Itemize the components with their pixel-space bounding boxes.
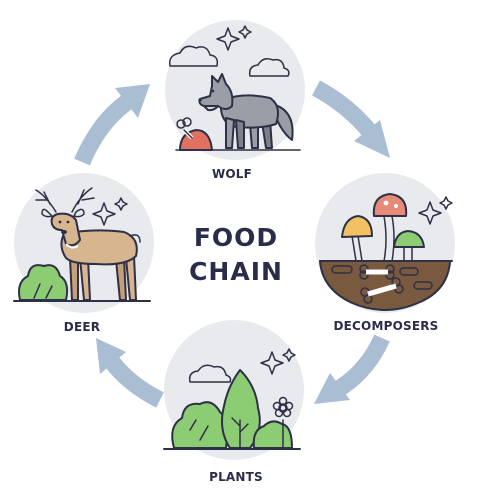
wolf-label: WOLF — [212, 167, 252, 181]
plants-label: PLANTS — [209, 470, 263, 484]
flower-icon — [272, 396, 294, 449]
mushroom-icon — [393, 230, 425, 262]
meat-icon — [176, 117, 213, 151]
sparkle-icon — [260, 348, 296, 375]
wolf-icon — [198, 73, 294, 149]
deer-label: DEER — [64, 320, 100, 334]
cloud-icon — [188, 364, 232, 383]
cycle-arrows — [74, 80, 390, 408]
stage-plants: PLANTS — [163, 320, 304, 484]
mushroom-icon — [341, 215, 373, 262]
soil-icon — [319, 260, 451, 311]
stage-deer: DEER — [13, 173, 154, 334]
arrow-plants-to-deer — [96, 338, 164, 408]
stage-decomposers: DECOMPOSERS — [315, 173, 455, 333]
cloud-icon — [248, 58, 290, 77]
arrow-decomposers-to-plants — [314, 334, 390, 404]
bone-icon — [360, 277, 404, 304]
sparkle-icon — [216, 25, 252, 51]
sparkle-icon — [418, 196, 453, 225]
bush-icon — [18, 264, 69, 301]
worm-icon — [331, 265, 433, 290]
center-title: FOOD CHAIN — [189, 223, 283, 286]
tree-icon — [221, 369, 261, 449]
sparkle-icon — [92, 197, 128, 226]
arrow-deer-to-wolf — [74, 84, 150, 166]
arrow-wolf-to-decomposers — [311, 80, 390, 158]
deer-icon — [35, 187, 141, 301]
decomposers-label: DECOMPOSERS — [333, 319, 438, 333]
mushroom-icon — [372, 193, 408, 262]
title-line-2: CHAIN — [189, 257, 283, 286]
title-line-1: FOOD — [194, 223, 278, 252]
cloud-icon — [168, 45, 219, 67]
stage-wolf: WOLF — [165, 20, 305, 181]
bone-icon — [359, 264, 395, 280]
